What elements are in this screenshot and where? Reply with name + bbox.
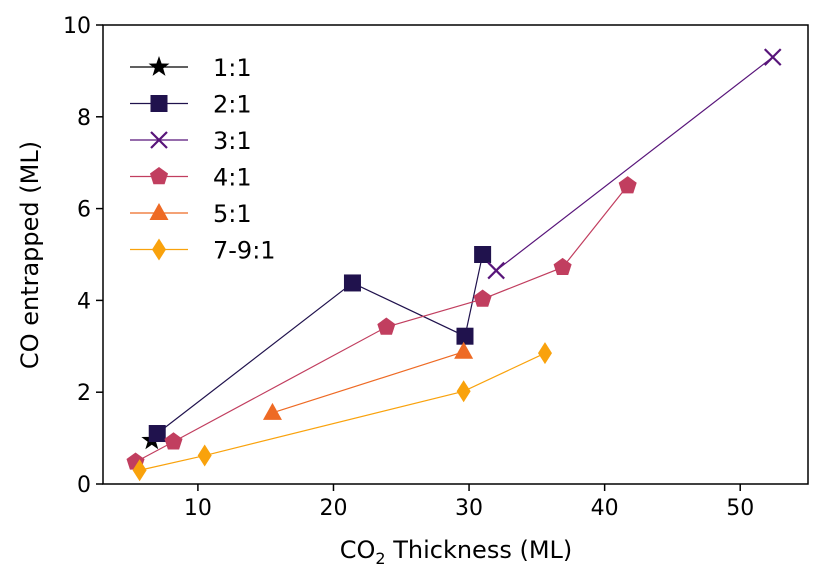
data-point xyxy=(148,425,166,443)
series-4 xyxy=(126,176,637,470)
legend-label: 4:1 xyxy=(213,164,252,192)
data-point xyxy=(553,257,572,276)
legend: 1:1 2:1 3:1 4:1 5:1 7-9:1 xyxy=(130,54,276,265)
data-point xyxy=(763,48,782,66)
y-tick-label: 4 xyxy=(77,289,91,314)
x-marker-stroke xyxy=(487,261,505,280)
legend-marker xyxy=(149,167,169,185)
x-axis-label: CO2 Thickness (ML) xyxy=(340,536,573,568)
legend-marker xyxy=(150,131,168,149)
data-point xyxy=(343,274,361,292)
x-tick-label: 50 xyxy=(726,496,754,521)
x-axis-label-subscript: 2 xyxy=(375,549,385,568)
data-point xyxy=(456,380,471,403)
data-point xyxy=(454,341,474,359)
legend-label: 5:1 xyxy=(213,200,252,228)
y-axis-label: CO entrapped (ML) xyxy=(16,141,44,369)
legend-item: 1:1 xyxy=(130,54,252,82)
data-point xyxy=(487,261,505,280)
y-tick-label: 8 xyxy=(77,106,91,131)
data-point xyxy=(456,327,474,345)
x-tick-label: 20 xyxy=(319,496,347,521)
series-5 xyxy=(262,341,474,420)
series-line xyxy=(139,352,546,471)
legend-item: 2:1 xyxy=(130,91,252,119)
data-point xyxy=(537,342,552,365)
x-axis-label-rest: Thickness (ML) xyxy=(386,536,573,564)
y-tick-label: 6 xyxy=(77,198,91,223)
x-axis-label-main: CO xyxy=(340,536,376,564)
data-point xyxy=(262,402,282,420)
legend-label: 1:1 xyxy=(213,54,252,82)
y-tick-label: 0 xyxy=(77,473,91,498)
y-tick-label: 10 xyxy=(63,14,91,39)
legend-marker xyxy=(152,238,166,261)
series-line xyxy=(156,254,484,434)
plot-frame xyxy=(102,24,809,485)
data-point xyxy=(132,459,147,482)
legend-label: 3:1 xyxy=(213,127,252,155)
axes: 10 20 30 40 50 0 2 4 6 8 10 xyxy=(63,14,754,521)
x-marker-stroke xyxy=(150,131,168,149)
legend-marker xyxy=(149,203,169,220)
data-point xyxy=(474,246,492,263)
legend-item: 4:1 xyxy=(130,164,252,192)
x-tick-label: 40 xyxy=(591,496,619,521)
series-line xyxy=(495,56,774,272)
data-point xyxy=(377,317,396,335)
legend-item: 7-9:1 xyxy=(130,237,276,265)
x-tick-label: 30 xyxy=(455,496,483,521)
data-point xyxy=(473,289,492,307)
data-point xyxy=(618,176,637,194)
x-marker-stroke xyxy=(763,48,782,66)
legend-item: 5:1 xyxy=(130,200,252,228)
data-point xyxy=(197,444,212,467)
series-6 xyxy=(132,342,552,482)
legend-marker xyxy=(148,56,170,76)
plot-area xyxy=(126,48,782,482)
legend-item: 3:1 xyxy=(130,127,252,155)
legend-label: 2:1 xyxy=(213,91,252,119)
y-tick-label: 2 xyxy=(77,381,91,406)
series-2 xyxy=(148,246,492,443)
legend-label: 7-9:1 xyxy=(213,237,276,265)
series-3 xyxy=(487,48,782,280)
x-tick-label: 10 xyxy=(184,496,212,521)
series-line xyxy=(272,351,464,414)
data-point xyxy=(164,432,183,450)
legend-marker xyxy=(150,95,168,112)
